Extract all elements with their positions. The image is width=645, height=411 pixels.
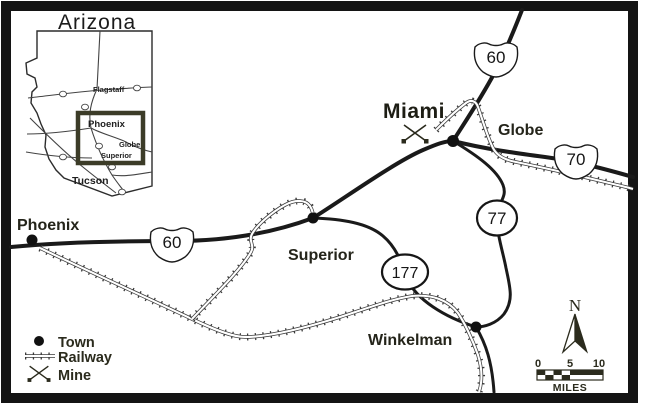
route-number-us60-west: 60	[163, 233, 182, 252]
north-arrow: N	[561, 296, 589, 355]
label-globe: Globe	[498, 122, 543, 139]
legend: Town Railway Mine	[25, 335, 112, 384]
inset-label-superior: Superior	[101, 151, 132, 160]
label-superior: Superior	[288, 247, 354, 264]
route-number-sr177: 177	[392, 265, 419, 282]
railway-superior-branch	[189, 197, 317, 322]
scale-bar: 0 5 10 MILES	[535, 358, 605, 394]
scale-tick-10: 10	[593, 358, 605, 370]
inset-route-markers	[59, 84, 141, 196]
route-shield-us70: 70	[553, 144, 599, 180]
scale-unit-label: MILES	[553, 382, 588, 394]
town-dot-phoenix	[26, 234, 38, 246]
scale-bar-graphic	[536, 369, 604, 381]
legend-mine-label: Mine	[58, 368, 91, 384]
legend-town-icon	[34, 336, 44, 346]
inset-label-globe: Globe	[119, 140, 140, 149]
inset-label-phoenix: Phoenix	[88, 119, 126, 130]
legend-town-label: Town	[58, 335, 95, 351]
scale-tick-0: 0	[535, 358, 541, 370]
scale-tick-5: 5	[567, 358, 573, 370]
inset-label-flagstaff: Flagstaff	[93, 85, 125, 94]
town-dot-superior	[307, 212, 319, 224]
railway-phoenix-winkelman	[38, 244, 485, 394]
route-shield-sr77: 77	[475, 199, 519, 237]
route-number-us70: 70	[567, 150, 586, 169]
inset-title: Arizona	[58, 11, 136, 34]
route-shield-us60-north: 60	[473, 42, 519, 78]
inset-label-tucson: Tucson	[72, 175, 109, 187]
route-shield-sr177: 177	[380, 253, 430, 291]
route-number-sr77: 77	[488, 209, 507, 228]
town-dot-winkelman	[470, 321, 482, 333]
railway-network	[38, 97, 634, 394]
route-number-us60-north: 60	[487, 48, 506, 67]
road-sr77	[451, 139, 512, 329]
label-miami: Miami	[383, 100, 445, 123]
route-shield-us60-west: 60	[149, 227, 195, 263]
legend-railway-label: Railway	[58, 350, 112, 366]
label-phoenix: Phoenix	[17, 217, 79, 234]
inset-arizona-map: Arizona Flagstaff Phoenix Globe Sup	[25, 11, 153, 197]
town-dot-miami-globe	[447, 135, 459, 147]
road-us70-east	[451, 139, 635, 179]
north-label: N	[569, 296, 581, 315]
inset-study-area-box	[75, 110, 146, 166]
railway-miami-globe	[433, 97, 634, 193]
road-us60-superior-miami	[311, 139, 455, 220]
label-winkelman: Winkelman	[368, 332, 452, 349]
north-arrow-right-half	[574, 313, 589, 354]
